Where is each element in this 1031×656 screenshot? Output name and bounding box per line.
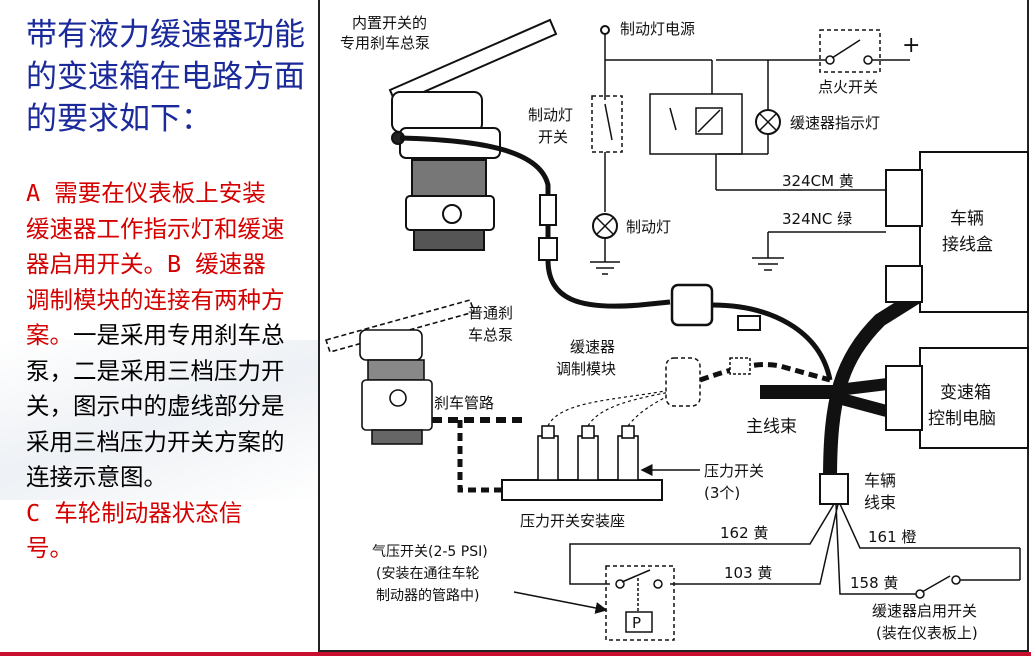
modulator-module-alt [665, 357, 701, 407]
wire-158-label: 158 黄 [850, 574, 898, 592]
tcu-box [919, 347, 1029, 449]
wire-103-label: 103 黄 [724, 564, 772, 582]
vehicle-harness-label-2: 线束 [864, 493, 896, 512]
normal-master-cyl-label-2: 车总泵 [468, 326, 513, 344]
modulator-module [670, 283, 714, 327]
tcu-label-2: 控制电脑 [928, 409, 996, 429]
slide-body: A 需要在仪表板上安装缓速器工作指示灯和缓速器启用开关。B 缓速器调制模块的连接… [26, 176, 288, 567]
junction-box [919, 151, 1029, 313]
air-pressure-label-3: 制动器的管路中) [376, 588, 479, 604]
wire-324nc-label: 324NC 绿 [782, 210, 852, 228]
bottom-accent-bar [0, 652, 1031, 656]
pressure-switch-seat-label: 压力开关安装座 [520, 512, 625, 530]
plus-sign: + [902, 33, 920, 58]
brake-light-switch [591, 95, 623, 153]
modulator-label-2: 调制模块 [556, 360, 616, 378]
wiring-diagram: 内置开关的 专用刹车总泵 普通刹 车总泵 刹车管路 压力开关安装座 压力开关 (… [324, 14, 1029, 642]
text-panel: 带有液力缓速器功能的变速箱在电路方面的要求如下： A 需要在仪表板上安装缓速器工… [0, 0, 318, 656]
master-cyl-cable [399, 135, 671, 309]
brake-line-label: 刹车管路 [434, 394, 494, 412]
enable-switch-label-2: (装在仪表板上) [876, 624, 978, 642]
pressure-switches [537, 425, 639, 481]
brake-light-switch-label-1: 制动灯 [528, 106, 573, 124]
vehicle-harness-connector [819, 473, 849, 505]
brake-light-label: 制动灯 [626, 218, 671, 236]
cable-connector [539, 194, 557, 226]
dedicated-master-cylinder [388, 18, 558, 251]
retarder-indicator-label: 缓速器指示灯 [790, 114, 880, 132]
tcu-label-1: 变速箱 [940, 383, 991, 403]
pressure-switch-label-1: 压力开关 [704, 462, 764, 480]
air-pressure-label-1: 气压开关(2-5 PSI) [372, 544, 488, 560]
relay-box [649, 93, 743, 155]
main-harness [823, 289, 924, 481]
normal-master-cylinder [324, 299, 476, 445]
pressure-switch-label-2: (3个) [704, 484, 740, 502]
enable-switch-label-1: 缓速器启用开关 [872, 602, 977, 620]
modulator-label-1: 缓速器 [570, 338, 615, 356]
air-pressure-label-2: (安装在通往车轮 [376, 565, 479, 582]
wiring-diagram-frame: 内置开关的 专用刹车总泵 普通刹 车总泵 刹车管路 压力开关安装座 压力开关 (… [318, 0, 1029, 652]
air-pressure-p-label: P [632, 614, 641, 632]
wire-161-label: 161 橙 [868, 528, 916, 546]
ignition-switch [819, 29, 881, 73]
dedicated-master-cyl-label-2: 专用刹车总泵 [340, 34, 430, 52]
item-a: A 需要在仪表板上安装缓速器工作指示灯和缓速器启用开关。 [26, 179, 285, 278]
background-swoosh [0, 340, 318, 500]
wire-324cm-label: 324CM 黄 [782, 172, 854, 190]
item-b-head: B 缓速器调制模块的连接有两种方案。 [26, 250, 285, 349]
normal-master-cyl-label-1: 普通刹 [468, 304, 513, 322]
item-c: C 车轮制动器状态信号。 [26, 498, 243, 563]
junction-box-label-1: 车辆 [950, 209, 984, 229]
brake-light-switch-label-2: 开关 [538, 128, 568, 146]
brake-power-label: 制动灯电源 [620, 20, 695, 38]
vehicle-harness-label-1: 车辆 [864, 471, 896, 490]
wire-162-label: 162 黄 [720, 524, 768, 542]
slide-title: 带有液力缓速器功能的变速箱在电路方面的要求如下： [26, 17, 305, 137]
ignition-switch-label: 点火开关 [818, 78, 878, 96]
brake-line-branch [457, 420, 502, 493]
pressure-switch-seat [501, 479, 663, 501]
main-harness-label: 主线束 [746, 417, 797, 437]
cable-connector-2 [538, 237, 558, 261]
junction-box-label-2: 接线盒 [942, 235, 993, 255]
dedicated-master-cyl-label-1: 内置开关的 [352, 14, 427, 32]
item-b-tail: 一是采用专用刹车总泵，二是采用三档压力开关，图示中的虚线部分是采用三档压力开关方… [26, 321, 285, 491]
